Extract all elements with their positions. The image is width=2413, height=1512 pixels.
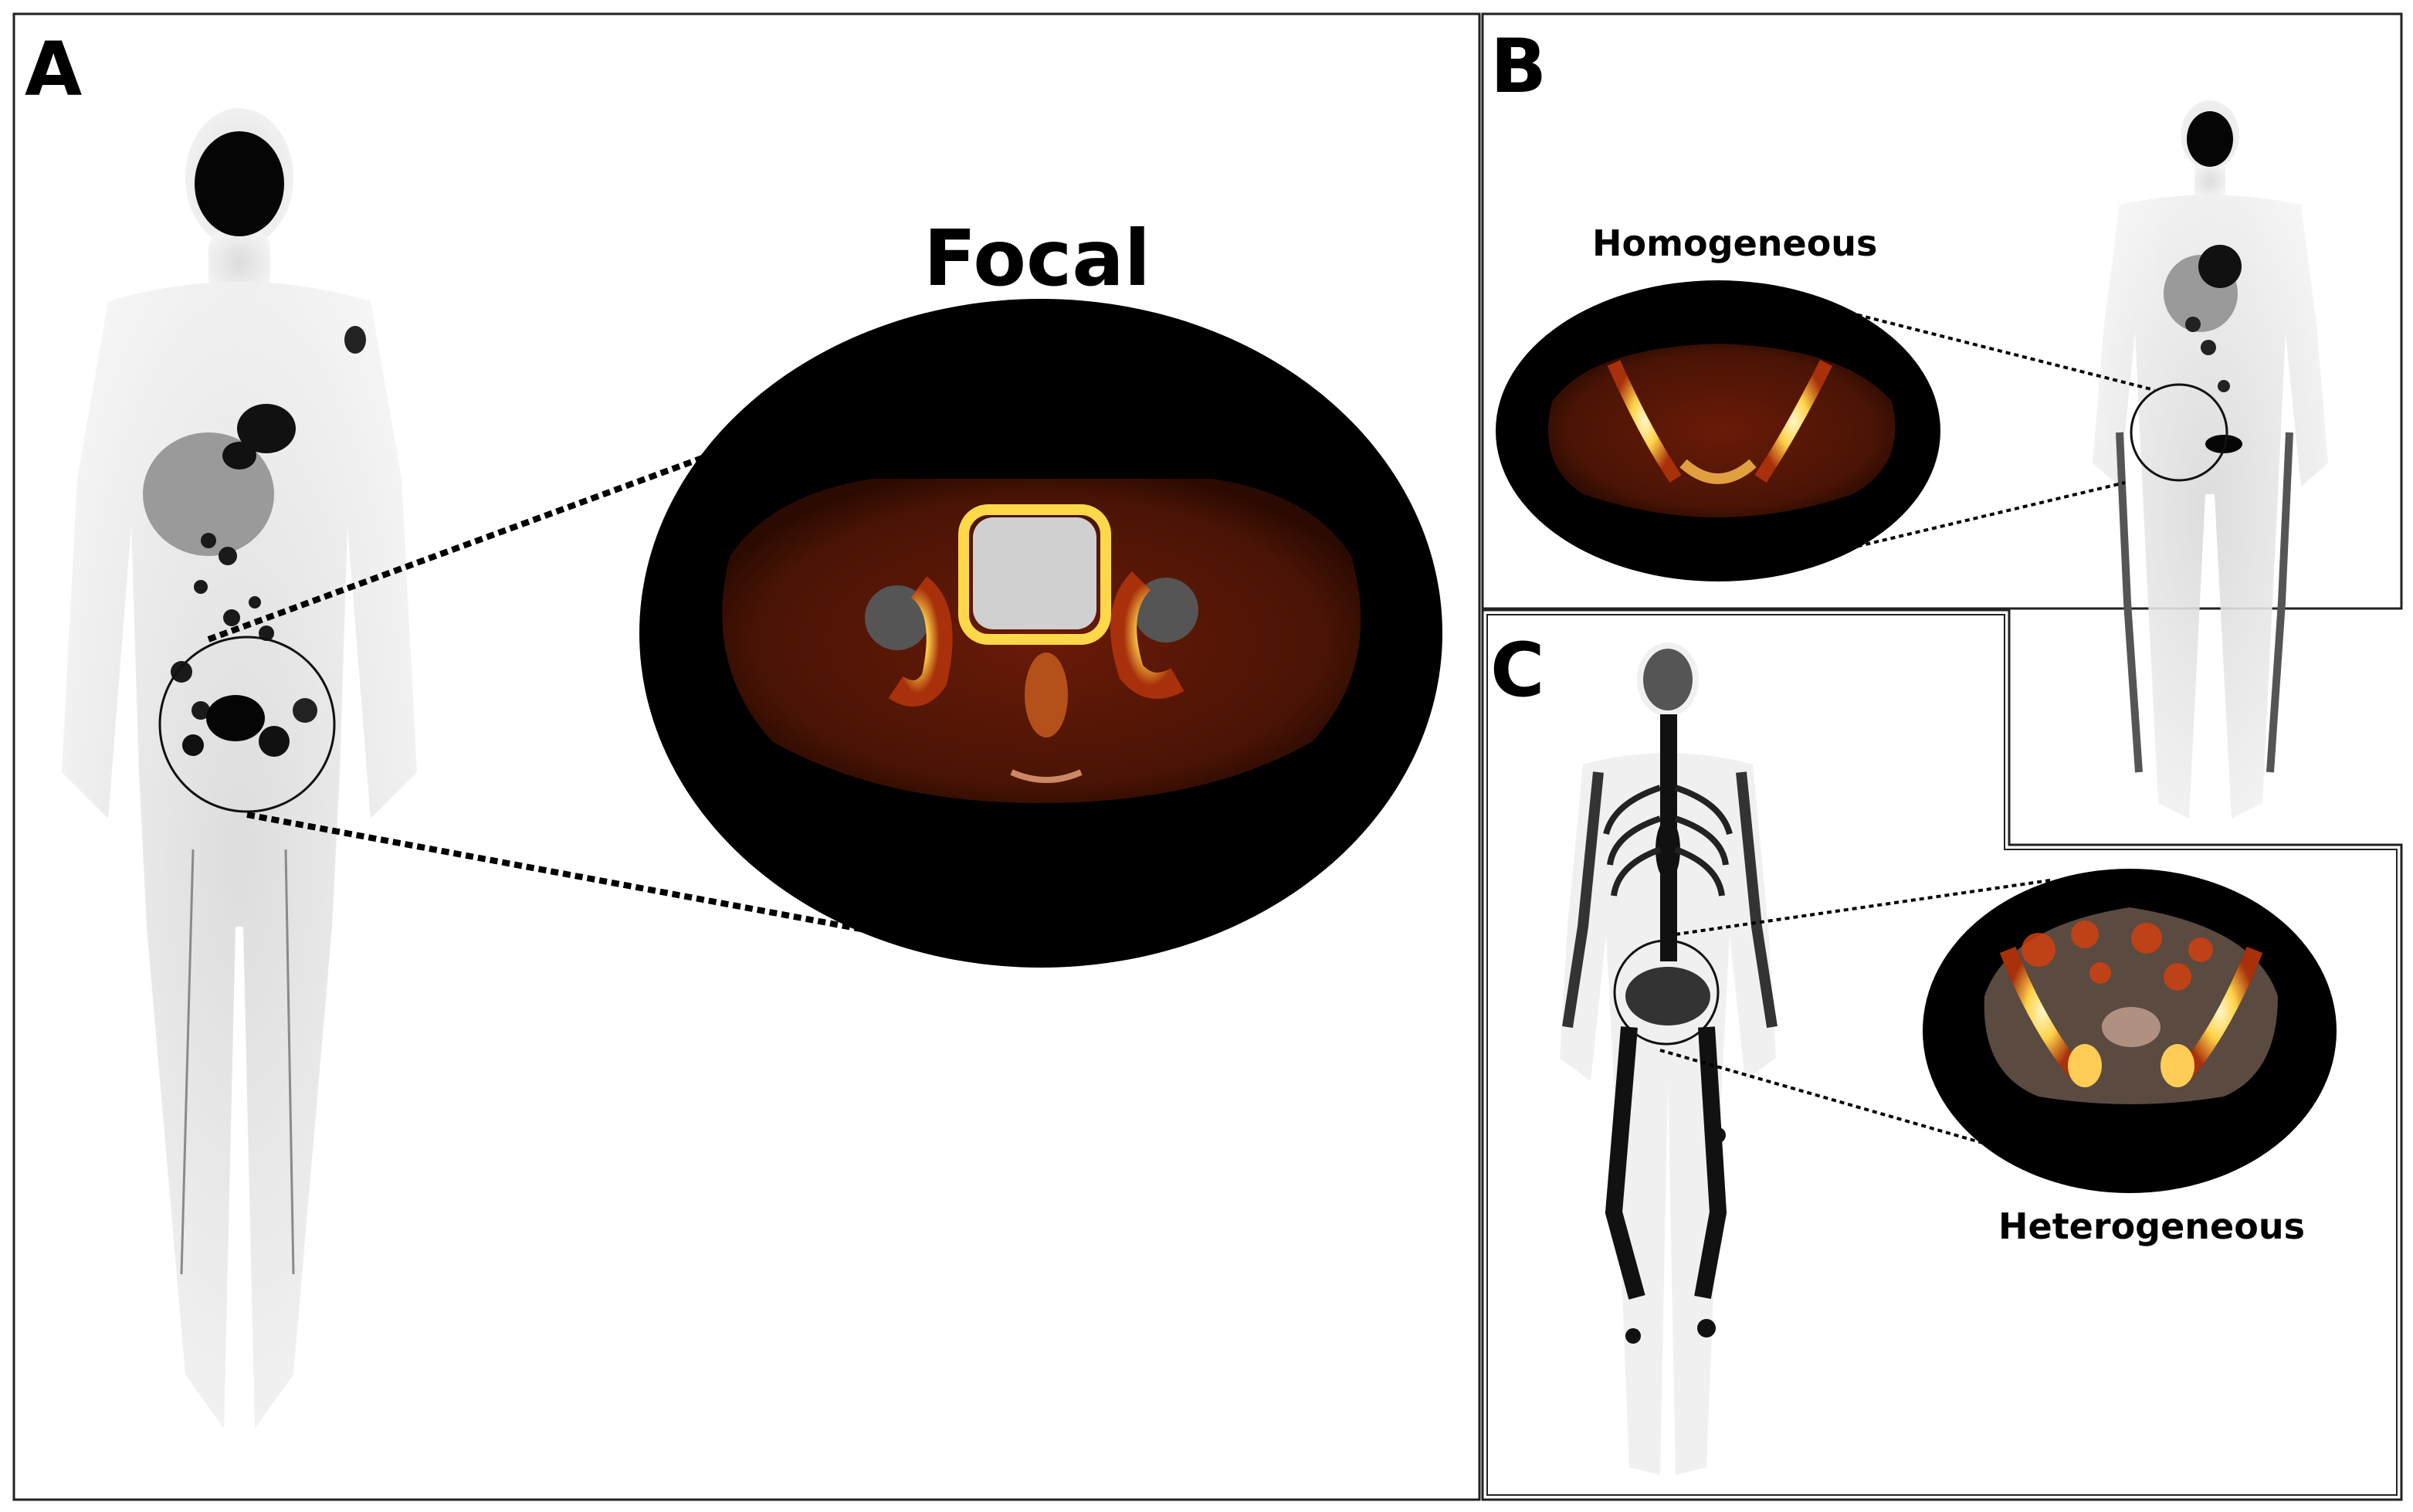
panel-b-connectors bbox=[1849, 311, 2155, 550]
panel-c-label: C bbox=[1490, 627, 1545, 714]
panel-a-connectors bbox=[207, 445, 869, 934]
panel-b-roi-circle bbox=[2130, 383, 2228, 482]
panel-a-axial-scan bbox=[639, 299, 1442, 968]
panel-c-caption: Heterogeneous bbox=[1998, 1205, 2305, 1247]
panel-c-roi-circle bbox=[1613, 939, 1720, 1046]
panel-b-frame bbox=[1481, 12, 2403, 610]
panel-b-caption: Homogeneous bbox=[1592, 222, 1878, 264]
panel-a-roi-circle bbox=[158, 636, 336, 813]
panel-c-axial-scan bbox=[1923, 869, 2337, 1193]
panel-a-caption: Focal bbox=[924, 213, 1151, 303]
panel-frames bbox=[12, 12, 2403, 1501]
panel-b-body-scan bbox=[2093, 100, 2328, 819]
panel-b-label: B bbox=[1490, 23, 1547, 110]
panel-a-label: A bbox=[25, 26, 83, 113]
panel-b-axial-scan bbox=[1496, 280, 1940, 581]
panel-a-frame bbox=[12, 12, 1481, 1501]
panel-c-body-scan bbox=[1560, 642, 1778, 1475]
panel-a-body-scan bbox=[62, 108, 417, 1429]
panel-c-frame bbox=[1481, 609, 2403, 1501]
panel-c-connectors bbox=[1659, 879, 2051, 1148]
